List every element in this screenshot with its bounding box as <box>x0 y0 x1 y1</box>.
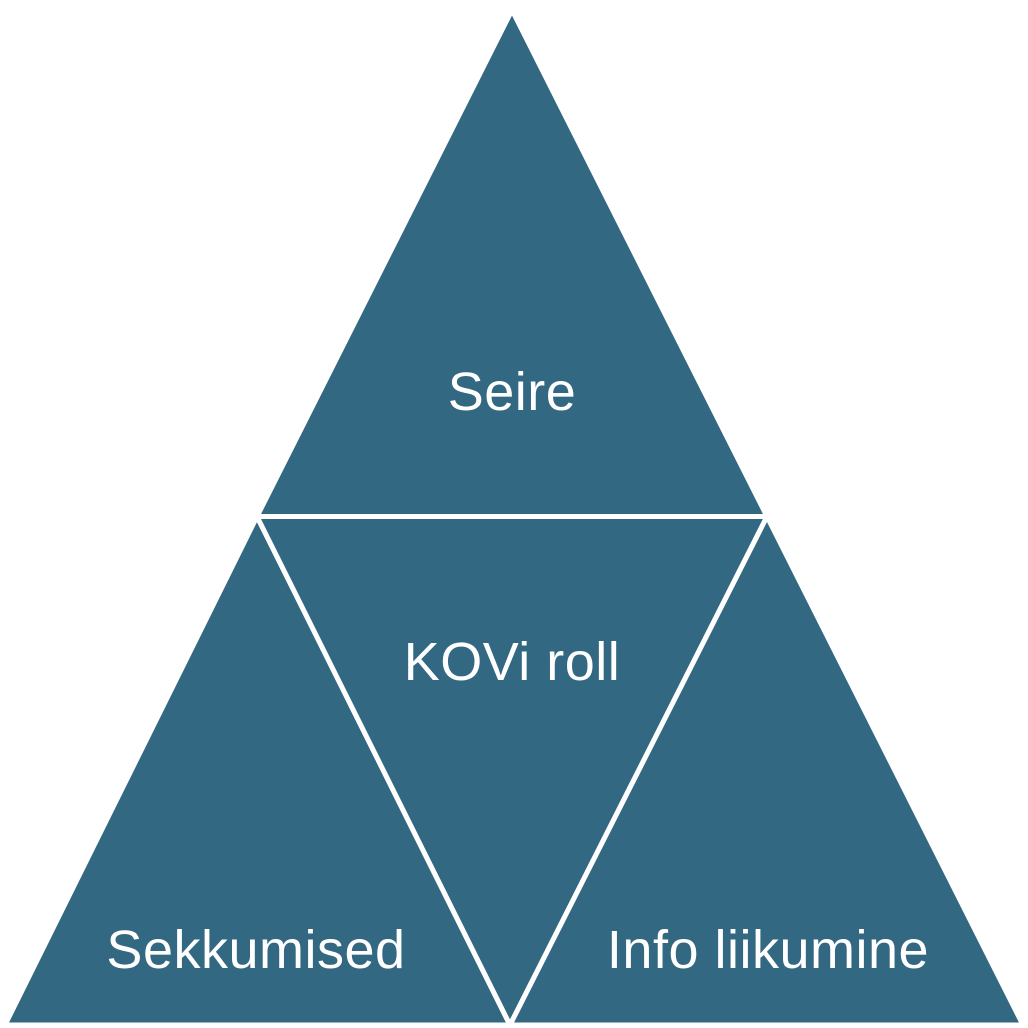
label-bottom-right: Info liikumine <box>606 920 930 980</box>
segment-bottom-right <box>505 510 1028 1028</box>
label-bottom-left: Sekkumised <box>106 920 406 980</box>
label-center: KOVi roll <box>403 632 621 692</box>
segment-top <box>252 4 772 519</box>
label-top: Seire <box>447 362 577 422</box>
